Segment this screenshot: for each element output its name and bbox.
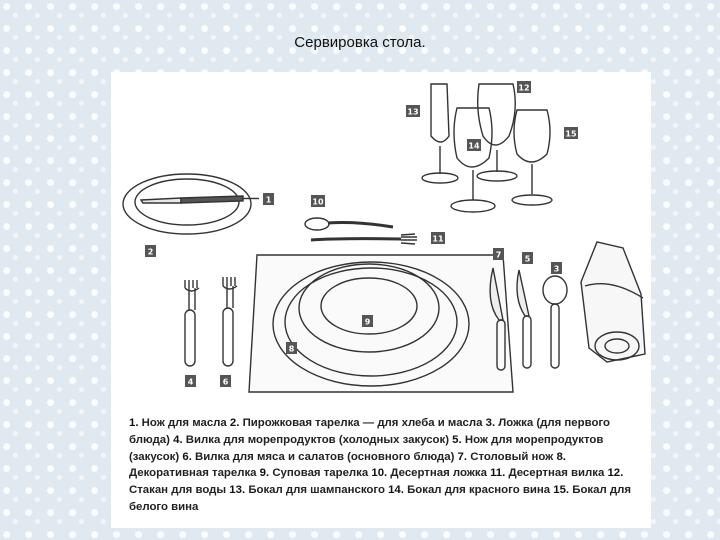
callout-7: 7 <box>493 248 504 260</box>
callout-label: 14 <box>468 142 480 151</box>
callout-label: 11 <box>432 235 444 244</box>
callout-12: 12 <box>517 81 531 93</box>
callout-label: 4 <box>188 378 194 387</box>
dessert-spoon <box>305 218 393 230</box>
slide-title: Сервировка стола. <box>0 34 720 51</box>
callout-10: 10 <box>311 195 325 207</box>
callout-8: 8 <box>286 342 297 354</box>
meat-fork <box>223 277 237 366</box>
legend-item: 1. Нож для масла <box>129 417 227 429</box>
napkin <box>581 242 645 362</box>
callout-6: 6 <box>220 375 231 387</box>
callout-1: 1 <box>263 193 274 205</box>
callout-label: 5 <box>525 255 531 264</box>
callout-label: 13 <box>407 108 418 117</box>
legend-item: 7. Столовый нож <box>458 451 554 463</box>
callout-label: 6 <box>223 378 229 387</box>
callout-11: 11 <box>431 232 445 244</box>
legend-item: 6. Вилка для мяса и салатов (основного б… <box>182 451 454 463</box>
legend-item: 4. Вилка для морепродуктов (холодных зак… <box>173 434 449 446</box>
callout-label: 10 <box>312 198 324 207</box>
legend-item: 9. Суповая тарелка <box>260 467 369 479</box>
dessert-fork <box>311 234 417 244</box>
legend-item: 13. Бокал для шампанского <box>229 484 385 496</box>
seafood-fork <box>185 280 199 366</box>
bread-plate <box>123 174 251 234</box>
decorative-plate <box>249 255 513 392</box>
legend-item: 11. Десертная вилка <box>490 467 604 479</box>
seafood-knife <box>517 270 531 368</box>
red-wine-glass <box>451 108 495 212</box>
callout-13: 13 <box>406 105 420 117</box>
callout-2: 2 <box>145 245 156 257</box>
soup-spoon <box>543 276 567 368</box>
callout-label: 3 <box>554 265 560 274</box>
callout-15: 15 <box>564 127 578 139</box>
legend-item: 10. Десертная ложка <box>371 467 487 479</box>
callout-5: 5 <box>522 252 533 264</box>
callout-9: 9 <box>362 315 373 327</box>
callout-label: 12 <box>518 84 529 93</box>
callout-label: 15 <box>565 130 577 139</box>
water-glass <box>477 84 517 181</box>
callout-3: 3 <box>551 262 562 274</box>
legend: 1. Нож для масла 2. Пирожковая тарелка —… <box>129 415 641 516</box>
white-wine-glass <box>512 110 552 205</box>
legend-item: 2. Пирожковая тарелка — для хлеба и масл… <box>230 417 483 429</box>
champagne-glass <box>422 84 458 183</box>
butter-knife <box>141 196 259 203</box>
callout-label: 2 <box>148 248 154 257</box>
callout-label: 7 <box>496 251 502 260</box>
callout-label: 9 <box>365 318 371 327</box>
legend-item: 14. Бокал для красного вина <box>388 484 550 496</box>
callout-label: 1 <box>266 196 272 205</box>
callout-label: 8 <box>289 345 295 354</box>
table-setting-illustration: 1 2 3 4 5 6 7 8 <box>111 72 651 412</box>
callout-14: 14 <box>467 139 481 151</box>
illustration-card: 1 2 3 4 5 6 7 8 <box>111 72 651 528</box>
callout-4: 4 <box>185 375 196 387</box>
